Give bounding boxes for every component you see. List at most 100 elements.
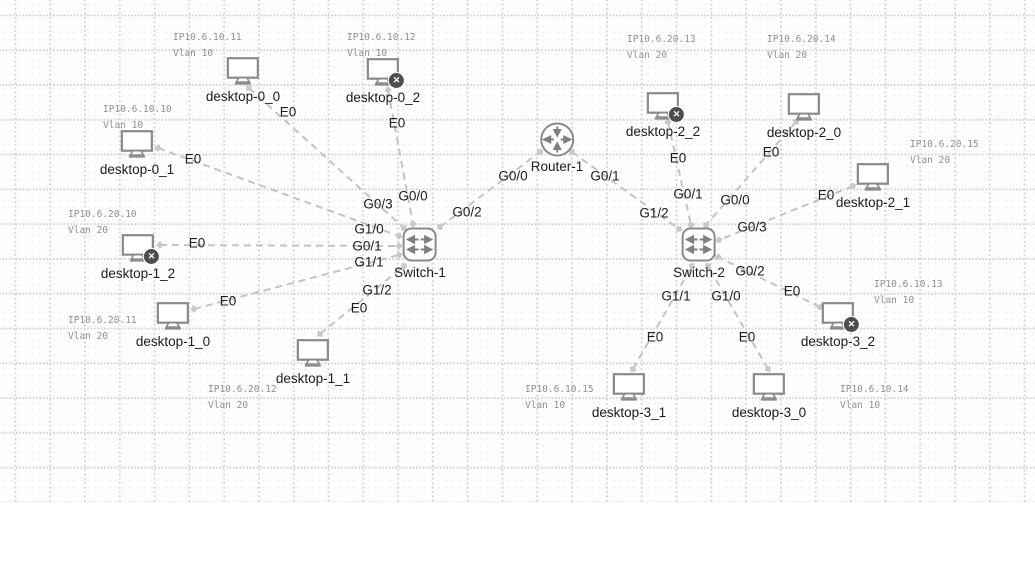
interface-label: G0/1 [673,186,703,202]
interface-label: E0 [219,293,237,309]
ip-text: IP10.6.10.14 [840,384,909,395]
interface-label: G1/2 [639,205,669,221]
interface-label: G0/0 [720,192,750,208]
interface-label: E0 [738,329,756,345]
interface-label: G1/1 [354,254,384,270]
node-label: Switch-2 [673,265,725,280]
ip-text: IP10.6.10.12 [347,32,416,43]
node-label: desktop-1_0 [135,334,211,349]
link-line[interactable] [317,263,407,337]
vlan-text: Vlan 10 [347,48,388,59]
node-label: desktop-2_2 [625,124,701,139]
desktop-node[interactable]: desktop-3_0 [732,373,806,420]
desktop-node[interactable]: desktop-3_1 [592,373,666,420]
link-line[interactable] [715,182,857,244]
desktop-node[interactable]: desktop-0_1 [100,130,174,177]
x-circle-badge-icon: ✕ [143,248,160,265]
ip-text: IP10.6.10.13 [874,279,943,290]
desktop-node[interactable]: ✕ desktop-1_2 [101,234,175,281]
vlan-text: Vlan 10 [103,120,144,131]
desktop-node[interactable]: ✕ desktop-2_2 [626,92,700,139]
interface-label: G0/2 [735,263,765,279]
desktop-monitor-icon [612,373,646,401]
node-label: desktop-0_2 [345,90,421,105]
desktop-node[interactable]: desktop-0_0 [206,57,280,104]
ip-text: IP10.6.20.15 [910,139,979,150]
node-label: desktop-0_1 [99,162,175,177]
interface-label: E0 [188,235,206,251]
router-icon [540,122,574,157]
vlan-text: Vlan 10 [173,48,214,59]
interface-label: E0 [184,151,202,167]
interface-label: G0/1 [590,168,620,184]
desktop-monitor-icon [120,130,154,158]
interface-label: E0 [350,300,368,316]
interface-label: G1/2 [362,282,392,298]
link-line[interactable] [568,148,683,233]
desktop-monitor-icon [856,163,890,191]
link-line[interactable] [629,262,696,373]
interface-label: G1/1 [661,288,691,304]
ip-text: IP10.6.10.15 [525,384,594,395]
desktop-node[interactable]: desktop-1_0 [136,302,210,349]
ip-text: IP10.6.20.11 [68,315,137,326]
desktop-node[interactable]: desktop-2_1 [836,163,910,210]
link-line[interactable] [154,144,403,240]
node-label: desktop-3_2 [800,334,876,349]
vlan-text: Vlan 10 [525,400,566,411]
link-line[interactable] [156,241,403,250]
interface-label: G1/0 [711,288,741,304]
switch-2-node[interactable]: Switch-2 [673,227,725,280]
ip-text: IP10.6.20.12 [208,384,277,395]
interface-label: G1/0 [354,221,384,237]
link-line[interactable] [384,86,417,228]
desktop-node[interactable]: ✕ desktop-3_2 [801,302,875,349]
node-label: desktop-1_1 [275,371,351,386]
switch-1-node[interactable]: Switch-1 [394,227,446,280]
vlan-text: Vlan 20 [68,225,109,236]
desktop-monitor-icon [787,93,821,121]
desktop-node[interactable]: desktop-2_0 [767,93,841,140]
interface-label: E0 [783,283,801,299]
node-label: desktop-0_0 [205,89,281,104]
vlan-text: Vlan 20 [627,50,668,61]
interface-label: E0 [669,150,687,166]
ip-text: IP10.6.20.10 [68,209,137,220]
link-line[interactable] [436,148,544,231]
vlan-text: Vlan 20 [767,50,808,61]
desktop-node[interactable]: ✕ desktop-0_2 [346,58,420,105]
x-circle-badge-icon: ✕ [843,316,860,333]
interface-label: G0/2 [452,204,482,220]
interface-label: E0 [817,187,835,203]
link-line[interactable] [704,262,772,373]
node-label: desktop-3_1 [591,405,667,420]
node-label: Router-1 [530,159,584,174]
node-label: desktop-1_2 [100,266,176,281]
vlan-text: Vlan 10 [840,400,881,411]
node-label: Switch-1 [394,265,446,280]
interface-label: G0/0 [498,168,528,184]
node-label: desktop-2_0 [766,125,842,140]
desktop-node[interactable]: desktop-1_1 [276,339,350,386]
switch-icon [402,227,437,262]
link-line[interactable] [714,253,824,311]
vlan-text: Vlan 20 [910,155,951,166]
switch-icon [681,227,716,262]
link-line[interactable] [664,118,695,229]
grid-background [0,0,1035,502]
interface-label: G0/3 [737,219,767,235]
vlan-text: Vlan 10 [874,295,915,306]
router-node[interactable]: Router-1 [530,121,584,174]
